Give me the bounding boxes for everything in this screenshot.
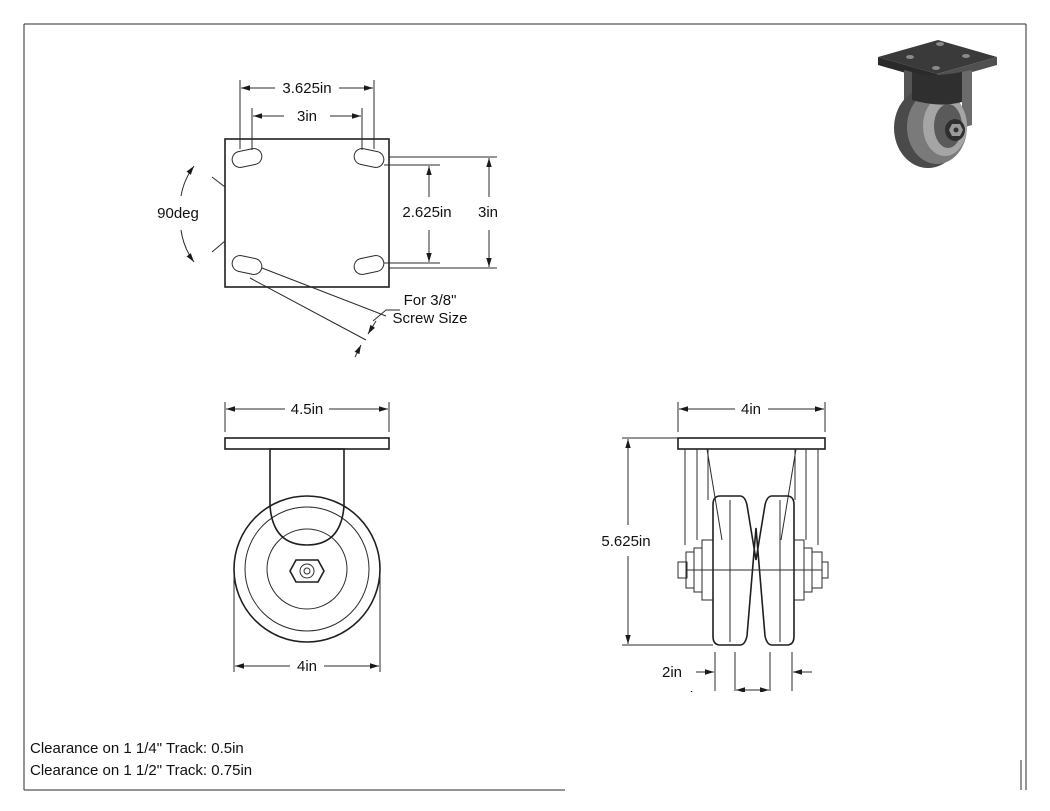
clearance-note-1: Clearance on 1 1/4" Track: 0.5in [30, 740, 244, 757]
dim-wheel-diameter: 4in [297, 658, 317, 675]
top-plate [224, 138, 390, 288]
wheel-hub [266, 528, 348, 610]
top-view: 3.625in 3in 2.625in 3in 90deg For 3/8" S… [157, 80, 498, 358]
dim-top-plate-width: 3.625in [282, 80, 331, 97]
sheet-border [23, 23, 1027, 791]
mount-hole-tl [231, 148, 263, 168]
dim-front-plate-width: 4in [741, 401, 761, 418]
axle-nut [289, 559, 325, 583]
front-view: 4in 5.625in [601, 401, 829, 722]
caster-isometric-image [878, 40, 997, 168]
side-plate [224, 437, 390, 450]
mount-hole-br [353, 255, 385, 275]
dim-wheel-width: 2in [662, 664, 682, 681]
front-plate [677, 437, 826, 450]
mount-hole-tr [353, 148, 385, 168]
screw-note-line1: For 3/8" [404, 292, 457, 309]
dim-angle: 90deg [157, 205, 199, 222]
screw-note-line2: Screw Size [392, 310, 467, 327]
dim-overall-height: 5.625in [601, 533, 650, 550]
front-wheel [712, 495, 795, 646]
mount-hole-bl [231, 255, 263, 275]
side-view: 4.5in 4in [224, 401, 390, 675]
side-fork [269, 448, 345, 546]
wheel-outer [233, 495, 381, 643]
wheel-tread [244, 506, 370, 632]
clearance-note-2: Clearance on 1 1/2" Track: 0.75in [30, 762, 253, 779]
dim-plate-height: 3in [478, 204, 498, 221]
dim-side-plate-width: 4.5in [291, 401, 324, 418]
dim-hole-spacing-x: 3in [297, 108, 317, 125]
dim-hole-spacing-y: 2.625in [402, 204, 451, 221]
